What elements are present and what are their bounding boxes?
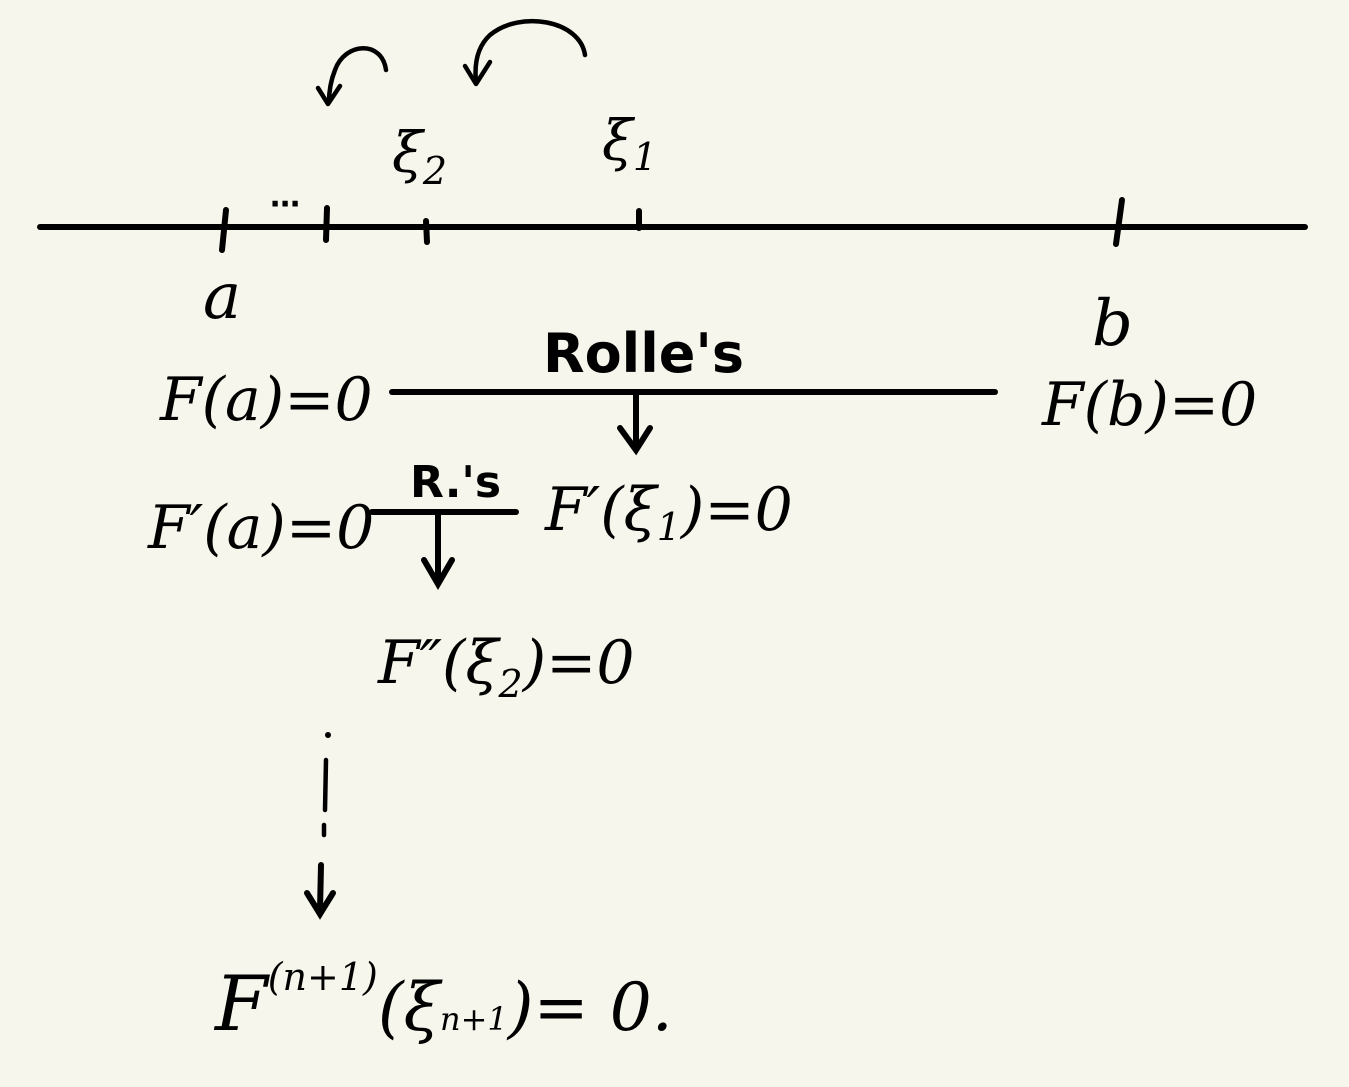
diagram-text: )=0 <box>521 628 635 698</box>
diagram-text: 1 <box>633 135 657 179</box>
down-arrow-icon <box>421 512 455 590</box>
f-prime-xi1-equals-zero: F′(ξ1)=0 <box>544 475 793 549</box>
f-n-plus-1-xi-equals-zero: F(n+1)(ξn+1)= 0. <box>213 955 673 1048</box>
diagram-text: 2 <box>422 149 447 193</box>
xi2-label: ξ2 <box>392 121 447 193</box>
label-a: a <box>203 260 241 334</box>
tick-xi2 <box>423 218 430 245</box>
diagram-text: n+1 <box>440 1000 508 1038</box>
diagram-text: 1 <box>657 505 681 549</box>
diagram-text: ξ <box>392 121 426 186</box>
diagram-text: 2 <box>498 662 523 706</box>
tick-a <box>219 207 229 253</box>
tick-dots <box>323 205 330 243</box>
down-arrow-icon <box>304 862 336 920</box>
dots-label: ⋯ <box>270 187 300 222</box>
label-b: b <box>1092 287 1133 361</box>
rs-label: R.'s <box>410 457 501 508</box>
diagram-text: )=0 <box>679 475 793 545</box>
curved-arrow-small-icon <box>315 46 389 107</box>
down-arrow-icon <box>617 392 653 456</box>
rolles-label: Rolle's <box>543 322 744 385</box>
dotted-continuation-line <box>321 732 331 838</box>
f-b-equals-zero: F(b)=0 <box>1041 370 1257 440</box>
diagram-text: )= 0. <box>506 969 673 1046</box>
tick-b <box>1113 197 1125 247</box>
diagram-text: (n+1) <box>268 955 378 999</box>
diagram-text: F <box>213 959 270 1048</box>
diagram-text: (ξ <box>378 969 444 1046</box>
f-a-equals-zero: F(a)=0 <box>159 365 373 435</box>
diagram-text: F′(ξ <box>544 475 660 545</box>
f-prime-a-equals-zero: F′(a)=0 <box>147 493 374 563</box>
f-double-prime-xi2-equals-zero: F″(ξ2)=0 <box>377 628 635 706</box>
xi1-label: ξ1 <box>602 109 657 179</box>
diagram-text: ξ <box>602 109 636 174</box>
curved-arrow-large-icon <box>462 19 588 87</box>
diagram-text: F″(ξ <box>377 628 501 698</box>
number-line <box>37 197 1308 253</box>
